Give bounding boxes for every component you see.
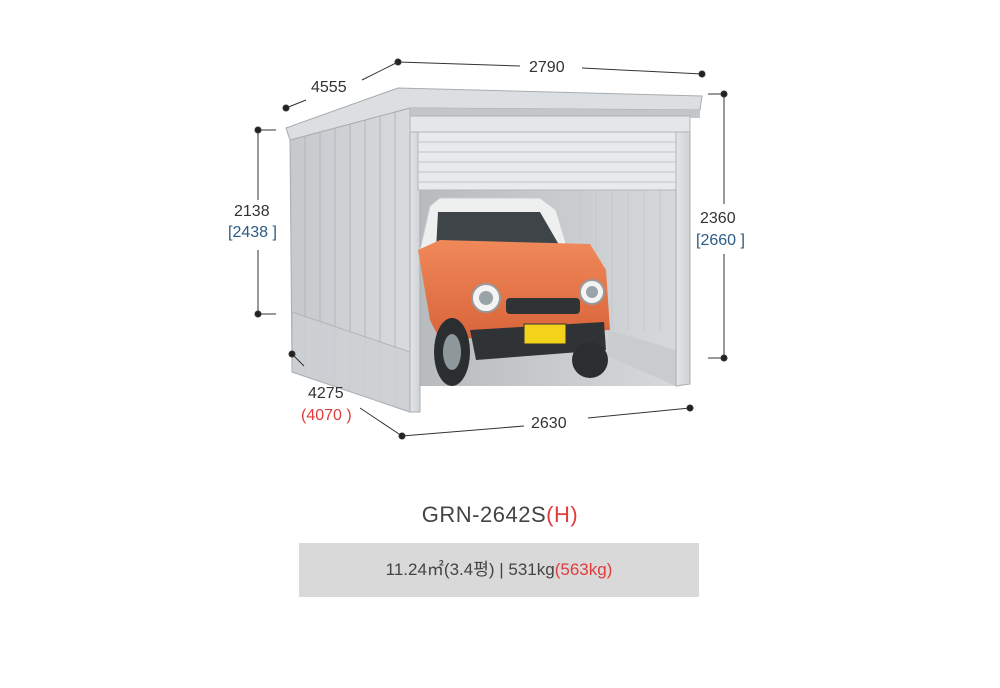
dim-left-height-alt: [2438 ] [228, 224, 277, 241]
dim-bottom-depth: 4275 [308, 385, 344, 402]
spec-box: 11.24㎡(3.4평) | 531kg(563kg) [299, 543, 699, 597]
spec-area: 11.24㎡(3.4평) [385, 560, 495, 579]
dim-top-width: 2790 [529, 59, 565, 76]
dimension-lines [254, 58, 728, 440]
dim-top-depth: 4555 [311, 79, 347, 96]
spec-weight: 531kg [508, 560, 555, 579]
shutter [417, 131, 677, 191]
dim-right-height: 2360 [700, 210, 736, 227]
dim-bottom-depth-alt: (4070 ) [301, 407, 352, 424]
model-name: GRN-2642S(H) [0, 502, 1000, 528]
model-suffix: (H) [546, 502, 579, 527]
car-illustration [418, 197, 610, 386]
dim-left-height: 2138 [234, 203, 270, 220]
dim-right-height-alt: [2660 ] [696, 232, 745, 249]
model-code: GRN-2642S [421, 502, 547, 527]
dim-bottom-width: 2630 [531, 415, 567, 432]
spec-weight-alt: (563kg) [554, 560, 613, 579]
spec-separator: | [494, 560, 509, 579]
front-frame [409, 115, 691, 413]
